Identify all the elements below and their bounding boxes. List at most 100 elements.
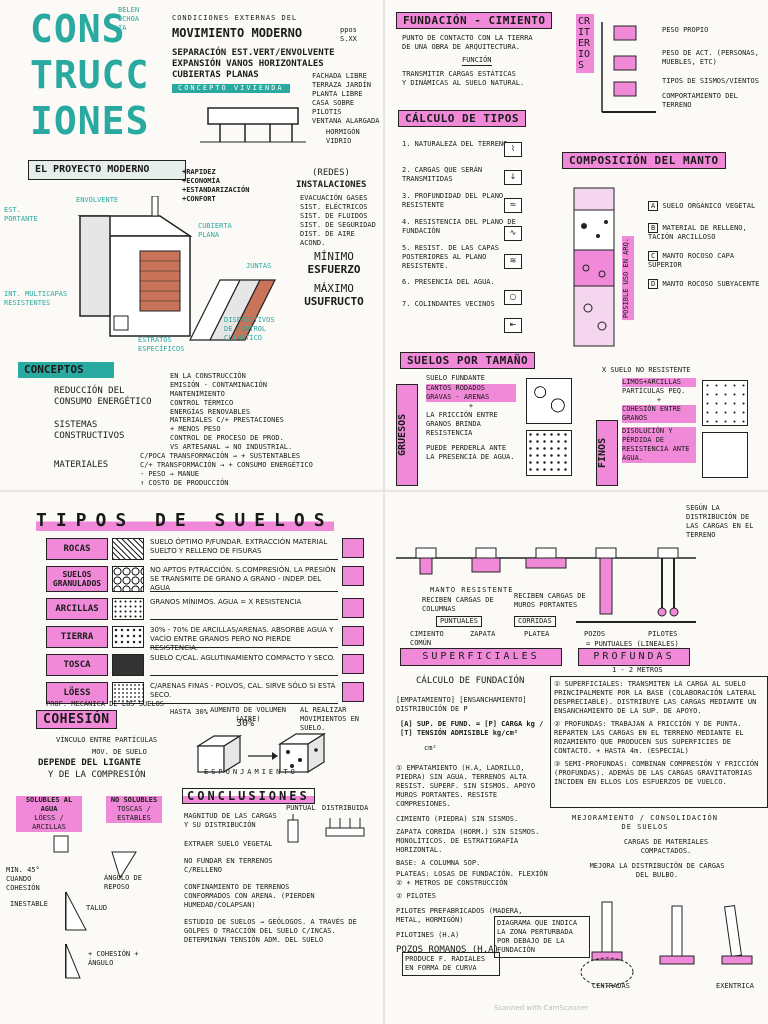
- segun-note: SEGÚN LA DISTRIBUCIÓN DE LAS CARGAS EN E…: [686, 504, 754, 539]
- detail: MATERIALES C/+ PRESTACIONES: [170, 416, 284, 424]
- finos-text: LIMOS+ARCILLAS PARTÍCULAS PEQ. + COHESIÓ…: [622, 378, 696, 463]
- type-platea: PLATEA: [524, 630, 550, 638]
- gruesos-line: +: [468, 402, 474, 410]
- project-header: EL PROYECTO MODERNO: [28, 160, 186, 180]
- author-line-2: OCHOA: [118, 15, 140, 23]
- minimo-esfuerzo: MÍNIMO ESFUERZO MÁXIMO USUFRUCTO: [300, 250, 368, 308]
- soil-icon: [112, 626, 144, 648]
- neighbors-icon: ⇤: [504, 318, 522, 333]
- soil-row-granulados: SUELOS GRANULADOS NO APTOS P/TRACCIÓN. S…: [46, 566, 364, 592]
- concept-2-label: SISTEMAS CONSTRUCTIVOS: [54, 420, 125, 441]
- hasta-note: HASTA 30%: [170, 708, 208, 716]
- gravel-swatches: [526, 378, 572, 476]
- clay-texture: [702, 432, 748, 478]
- calc-title: CÁLCULO DE FUNDACIÓN: [416, 676, 525, 686]
- conclusion-item: EXTRAER SUELO VEGETAL: [184, 840, 273, 848]
- minimo: MÍNIMO: [314, 250, 354, 263]
- instalaciones-list: EVACUACIÓN GASES SIST. ELÉCTRICOS SIST. …: [300, 194, 382, 248]
- soil-desc: NO APTOS P/TRACCIÓN. S.COMPRESIÓN. LA PR…: [150, 566, 338, 592]
- soil-icon: [112, 654, 144, 676]
- author-line-3: IA: [118, 24, 127, 32]
- detail: CONTROL TÉRMICO: [170, 399, 234, 407]
- angulo-note-2: INESTABLE: [10, 900, 48, 908]
- suelos-tamano-header: SUELOS POR TAMAÑO: [400, 352, 536, 369]
- concept-label: CONCEPTO VIVIENDA: [172, 84, 290, 93]
- point-5: VENTANA ALARGADA: [312, 117, 380, 125]
- concept-3-label: MATERIALES: [54, 460, 109, 470]
- conclusion-item: CONFINAMIENTO DE TERRENOS CONFORMADOS CO…: [184, 883, 315, 909]
- type-pilotes: PILOTES: [648, 630, 678, 638]
- condition-list: SEPARACIÓN EST.VERT/ENVOLVENTE EXPANSIÓN…: [172, 48, 335, 81]
- material-1: HORMIGÓN: [326, 128, 360, 136]
- instalaciones-title: INSTALACIONES: [296, 180, 367, 190]
- mejora-text-1: CARGAS DE MATERIALES COMPACTADOS.: [623, 838, 709, 855]
- soil-column-diagram: [573, 187, 615, 347]
- condition-item-1: SEPARACIÓN EST.VERT/ENVOLVENTE: [172, 48, 335, 58]
- load-icon: ↓: [504, 170, 522, 185]
- foundation-types-diagram: [396, 547, 696, 623]
- quadrant-construcciones: CONS TRUCC IONES BELEN OCHOA IA CONDICIO…: [0, 0, 382, 489]
- point-1: FACHADA LIBRE: [312, 72, 367, 80]
- cohesion-def-1: VÍNCULO ENTRE PARTÍCULAS: [56, 736, 158, 744]
- puntual-label: PUNTUAL: [286, 804, 316, 812]
- solubles-label: SOLUBLES AL AGUA: [25, 796, 73, 813]
- calc-item: 5. RESIST. DE LAS CAPAS POSTERIORES AL P…: [402, 244, 499, 270]
- finos-line: COHESIÓN ENTRE GRANOS: [622, 405, 696, 423]
- left-item: PLATEAS: LOSAS DE FUNDACIÓN. FLEXIÓN ② +…: [396, 870, 548, 887]
- inst-3: SIST. DE FLUIDOS: [300, 212, 368, 220]
- inst-5: DIST. DE AIRE ACOND.: [300, 230, 355, 247]
- soil-desc: 30% - 70% DE ARCILLAS/ARENAS. ABSORBE AG…: [150, 626, 338, 652]
- point-4: CASA SOBRE PILOTIS: [312, 99, 355, 116]
- layer-key: A: [648, 201, 659, 211]
- no-solubles-box: NO SOLUBLES TOSCAS / ESTABLES: [106, 796, 162, 823]
- left-item: PILOTES PREFABRICADOS (MADERA, METAL, HO…: [396, 907, 523, 924]
- detail: - PESO → MANUE: [140, 470, 200, 478]
- quadrant-tipos-suelos: TIPOS DE SUELOS ROCAS SUELO ÓPTIMO P/FUN…: [0, 492, 382, 1024]
- conclusiones-header: CONCLUSIONES: [182, 788, 315, 804]
- transmitir-line: TRANSMITIR CARGAS ESTÁTICAS: [402, 70, 516, 78]
- soil-name: ARCILLAS: [46, 598, 108, 620]
- sketch-label-multicapas: INT. MULTICAPAS RESISTENTES: [4, 290, 68, 307]
- conclusion-item: MAGNITUD DE LAS CARGAS Y SU DISTRIBUCIÓN: [184, 812, 277, 829]
- terrain-icon: ⌇: [504, 142, 522, 157]
- gruesos-line: GRAVAS - ARENAS: [426, 393, 516, 402]
- quadrant-tipos-fundacion: SEGÚN LA DISTRIBUCIÓN DE LAS CARGAS EN E…: [386, 492, 768, 1024]
- solubles-box: SOLUBLES AL AGUA LÖESS / ARCILLAS: [16, 796, 82, 832]
- chevron-icon: [342, 538, 364, 558]
- talud-diagram: [53, 835, 137, 979]
- layer-d: D MANTO ROCOSO SUBYACENTE: [648, 279, 762, 289]
- layer-key: B: [648, 223, 659, 233]
- conditions-title: CONDICIONES EXTERNAS DEL: [172, 14, 298, 22]
- main-title: CONS TRUCC IONES: [30, 6, 149, 144]
- left-item: ① EMPATAMIENTO (H.A, LADRILLO, PIEDRA) S…: [396, 764, 536, 808]
- produce-note: PRODUCE F. RADIALES EN FORMA DE CURVA: [402, 952, 500, 976]
- posible-uso-label: POSIBLE USO EN ARQ.: [622, 236, 634, 321]
- soil-row-rocas: ROCAS SUELO ÓPTIMO P/FUNDAR. EXTRACCIÓN …: [46, 538, 364, 560]
- transmitir-text: TRANSMITIR CARGAS ESTÁTICAS Y DINÁMICAS …: [402, 70, 524, 88]
- layer-b: B MATERIAL DE RELLENO, TACIÓN ARCILLOSO: [648, 223, 762, 252]
- concept-1-label: REDUCCIÓN DEL CONSUMO ENERGÉTICO: [54, 386, 152, 407]
- no-resistente: X SUELO NO RESISTENTE: [602, 366, 691, 374]
- soil-row-tosca: TOSCA SUELO C/CAL. AGLUTINAMIENTO COMPAC…: [46, 654, 364, 676]
- sketch-label-envolvente: ENVOLVENTE: [76, 196, 119, 204]
- silt-texture: [702, 380, 748, 426]
- detail: EN LA CONSTRUCCIÓN: [170, 372, 246, 380]
- layers-icon: ≋: [504, 254, 522, 269]
- angulo-note-1: MIN. 45° CUANDO COHESIÓN: [6, 866, 40, 892]
- formula-units: cm²: [424, 744, 437, 752]
- page-divider-vertical: [383, 0, 385, 1024]
- calc-item: 7. COLINDANTES VECINOS: [402, 300, 495, 308]
- small-label-2: RECIBEN CARGAS DE MUROS PORTANTES: [514, 592, 586, 609]
- building-sketch: [77, 196, 193, 337]
- water-icon: ○: [504, 290, 522, 305]
- villa-sketch: [200, 107, 306, 143]
- profundas-banner: PROFUNDAS: [578, 648, 690, 666]
- desc-superficiales: ① SUPERFICIALES: TRANSMITEN LA CARGA AL …: [554, 680, 757, 715]
- type-lineales: = PUNTUALES (LINEALES): [586, 640, 679, 648]
- angulo-note-4: TALUD: [86, 904, 108, 912]
- benefit-1: +RAPIDEZ: [182, 168, 216, 176]
- soil-icon: [112, 598, 144, 620]
- gruesos-line: CANTOS RODADOS: [426, 384, 516, 393]
- soil-desc: C/ARENAS FINAS - POLVOS, CAL. SIRVE SÓLO…: [150, 682, 338, 704]
- material-list: HORMIGÓN VIDRIO: [326, 128, 360, 146]
